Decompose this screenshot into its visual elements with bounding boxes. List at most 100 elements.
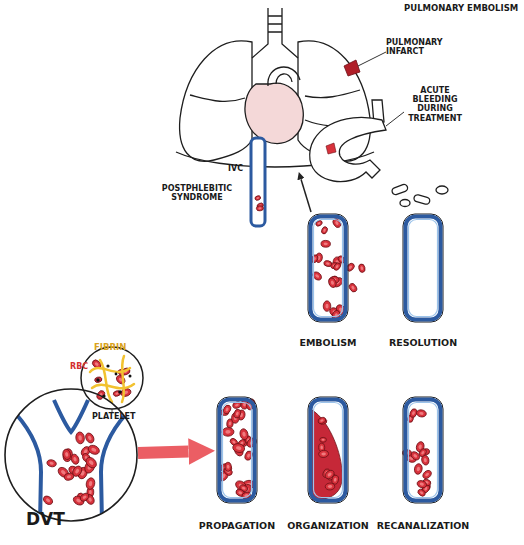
cell-body [87, 444, 101, 456]
red-blood-cell [232, 443, 246, 454]
red-blood-cell [84, 432, 96, 445]
leader-line [386, 112, 404, 126]
cell-center [226, 465, 229, 469]
vein-lining [314, 220, 343, 317]
cell-center [325, 304, 328, 309]
red-blood-cell [416, 409, 427, 417]
arrow-connector [301, 179, 311, 212]
blood-cells [42, 195, 433, 507]
cell-center [96, 378, 100, 381]
cell-center [82, 495, 87, 500]
zoom-circle [81, 347, 143, 409]
cell-center [256, 197, 259, 200]
annotation-label: RBC [70, 362, 88, 371]
cell-center [324, 242, 328, 245]
red-blood-cell [64, 472, 75, 481]
ivc-vein [251, 138, 265, 226]
vein-edge [308, 397, 348, 503]
red-blood-cell [254, 195, 261, 201]
node-title: EMBOLISM [299, 338, 356, 348]
cell-center [236, 446, 242, 451]
trachea [252, 8, 298, 58]
node-title: ORGANIZATION [287, 521, 369, 531]
platelet [106, 364, 109, 367]
cell-center [419, 482, 424, 486]
leader-line [358, 52, 386, 66]
platelet [129, 375, 132, 378]
red-blood-cell [358, 263, 366, 273]
cell-center [413, 453, 418, 458]
vein-segment: RECANALIZATION [401, 395, 445, 505]
zoom-circle-node: DVT [4, 388, 138, 522]
cell-body [414, 463, 423, 475]
node-outline [4, 388, 138, 522]
stomach [310, 117, 386, 181]
vein-edge [217, 397, 257, 503]
cell-body [42, 494, 54, 506]
cell-center [73, 457, 77, 462]
vein-edge [403, 214, 443, 322]
red-blood-cell [115, 374, 127, 386]
fibrin-strand [100, 360, 112, 402]
cell-center [242, 431, 246, 437]
cell-body [64, 472, 75, 481]
cell-body [318, 450, 329, 458]
vein-wall [406, 400, 441, 501]
red-blood-cell [113, 390, 122, 397]
cell-body [94, 376, 102, 383]
vein-segment: RESOLUTION [401, 212, 445, 324]
cell-center [258, 207, 261, 209]
annotation-label: POSTPHLEBITIC SYNDROME [152, 184, 242, 202]
cell-center [328, 485, 332, 488]
cell-center [78, 435, 82, 441]
red-blood-cell [62, 448, 72, 460]
cell-center [418, 444, 422, 449]
red-blood-cell [70, 453, 80, 465]
cell-body [46, 459, 57, 468]
red-blood-cell [414, 463, 423, 475]
cell-center [348, 265, 353, 270]
cell-center [235, 403, 239, 406]
red-blood-cell [75, 432, 85, 445]
red-blood-cell [323, 301, 331, 312]
cell-body [417, 488, 427, 497]
cell-center [416, 466, 420, 471]
cell-center [315, 274, 320, 279]
organized-clot [312, 410, 342, 500]
red-blood-cell [317, 416, 326, 424]
node-outline [306, 395, 350, 505]
vein-wall [101, 414, 126, 524]
red-blood-cell [42, 494, 54, 506]
vein-lining [223, 403, 252, 498]
platelet [115, 373, 118, 376]
circle-outline [5, 389, 137, 521]
vein-wall [311, 400, 346, 501]
cell-body [327, 277, 337, 289]
cell-body [315, 220, 323, 228]
right-lung [298, 41, 370, 161]
vein-lining [314, 403, 343, 498]
vein-lining [409, 403, 438, 498]
aorta [268, 67, 300, 86]
pill [400, 200, 410, 207]
cell-body [348, 282, 358, 293]
node-title: PROPAGATION [199, 521, 275, 531]
vein-edge [403, 397, 443, 503]
red-blood-cell [417, 488, 427, 497]
bleeding-spot [326, 143, 336, 154]
cell-body [62, 448, 72, 460]
cell-center [67, 475, 72, 479]
cell-center [235, 411, 239, 416]
red-blood-cell [239, 428, 249, 440]
cell-body [79, 492, 90, 503]
cell-center [87, 435, 92, 441]
cell-center [425, 472, 430, 477]
cell-center [323, 228, 326, 232]
node-title: RECANALIZATION [377, 521, 470, 531]
red-blood-cell [256, 205, 264, 211]
cell-center [225, 407, 229, 412]
